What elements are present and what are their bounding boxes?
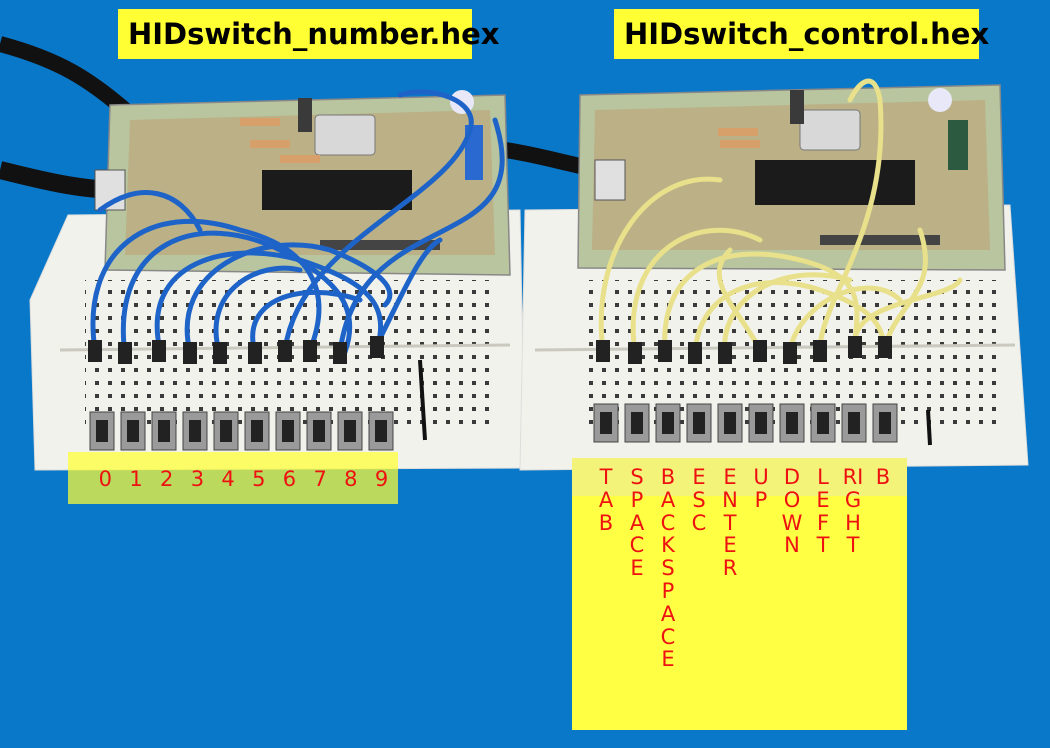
control-labels-strip [572, 458, 907, 496]
control-label-backspace: BACKSPACE [660, 465, 676, 672]
digit-label: 2 [160, 467, 174, 491]
digit-label: 8 [344, 467, 358, 491]
usb-plug-right [594, 159, 626, 201]
control-label-left: LEFT [816, 465, 830, 558]
control-labels-background [572, 458, 907, 730]
wires-left [90, 89, 505, 358]
digit-label: 7 [313, 467, 327, 491]
digit-labels-background [68, 452, 398, 504]
digit-label: 6 [282, 467, 297, 491]
digit-label: 1 [129, 467, 143, 491]
digit-label: 0 [98, 467, 113, 491]
digit-label: 3 [190, 467, 205, 491]
wires-right [598, 78, 963, 355]
control-label-enter: ENTER [722, 465, 738, 581]
switches-left [89, 411, 394, 451]
jumper-plugs-right [596, 336, 892, 364]
control-label-right: RIGHT [842, 465, 864, 558]
usb-cable-left-upper [0, 36, 131, 117]
pcb-right [577, 84, 1006, 271]
title-control-hex: HIDswitch_control.hex [614, 9, 989, 59]
control-label-esc: ESC [691, 465, 707, 535]
digit-label: 4 [221, 467, 235, 491]
control-label-b: B [875, 465, 891, 489]
control-label-space: SPACE [629, 465, 645, 581]
title-number-hex: HIDswitch_number.hex [118, 9, 499, 59]
control-label-up: UP [753, 465, 769, 512]
jumper-plugs-left [88, 336, 384, 364]
digit-label: 5 [252, 467, 266, 491]
digit-labels: 0 1 2 3 4 5 6 7 8 9 [90, 466, 397, 492]
digit-label: 9 [374, 467, 389, 491]
switches-right [593, 403, 898, 443]
pcb-left [104, 90, 511, 276]
control-label-tab: TAB [598, 465, 614, 535]
control-label-down: DOWN [781, 465, 803, 558]
